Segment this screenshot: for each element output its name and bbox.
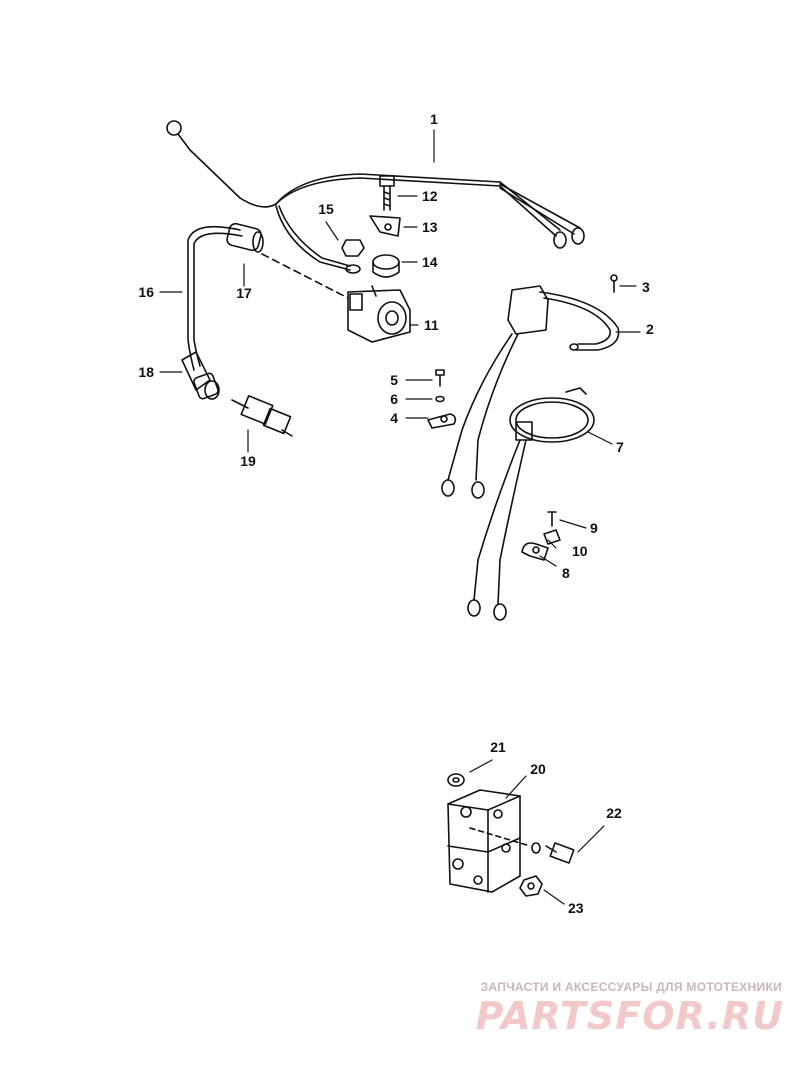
callout-17: 17 <box>236 285 252 301</box>
trigger-coil-part-7 <box>467 387 595 621</box>
callout-3: 3 <box>642 279 650 295</box>
callout-22: 22 <box>606 805 622 821</box>
callout-9: 9 <box>590 520 598 536</box>
callout-14: 14 <box>422 254 438 270</box>
clamp-part-4 <box>427 413 457 429</box>
washer-part-10 <box>543 529 561 545</box>
screw-part-5 <box>435 369 445 387</box>
terminal-part-13 <box>369 215 401 237</box>
callout-1: 1 <box>430 111 438 127</box>
callout-8: 8 <box>562 565 570 581</box>
callout-6: 6 <box>390 391 398 407</box>
screw-part-9 <box>547 511 557 527</box>
callout-15: 15 <box>318 201 334 217</box>
spark-plug-part-19 <box>231 395 293 437</box>
callout-10: 10 <box>572 543 588 559</box>
nut-part-23 <box>519 875 543 897</box>
screw-part-3 <box>610 274 618 293</box>
bolt-part-12 <box>379 175 395 211</box>
callout-23: 23 <box>568 900 584 916</box>
nut-part-15 <box>341 239 365 274</box>
callout-13: 13 <box>422 219 438 235</box>
clamp-part-8 <box>521 542 549 561</box>
callout-19: 19 <box>240 453 256 469</box>
assembly-dashed-line <box>261 253 349 299</box>
bolt-part-22 <box>531 842 575 864</box>
callout-21: 21 <box>490 739 506 755</box>
callout-11: 11 <box>424 317 439 333</box>
washer-part-6 <box>435 395 445 403</box>
stator-part-2 <box>441 285 620 499</box>
callout-2: 2 <box>646 321 654 337</box>
spacer-part-14 <box>372 254 400 278</box>
watermark-logo: PARTSFOR.RU <box>475 994 784 1038</box>
washer-part-21 <box>447 773 465 787</box>
leader-lines <box>159 129 641 905</box>
callout-5: 5 <box>390 372 398 388</box>
high-tension-lead-part-16 <box>187 222 264 371</box>
callout-labels: 1 2 3 4 5 6 7 8 9 10 11 12 13 14 15 16 1… <box>138 111 654 916</box>
wire-harness-part-1 <box>166 120 585 271</box>
spark-plug-boot-part-18 <box>181 351 220 400</box>
callout-4: 4 <box>390 410 398 426</box>
callout-16: 16 <box>138 284 154 300</box>
ignition-coil-part-11 <box>347 285 411 343</box>
callout-12: 12 <box>422 188 438 204</box>
switch-box-part-20 <box>447 789 531 893</box>
callout-18: 18 <box>138 364 154 380</box>
callout-7: 7 <box>616 439 624 455</box>
callout-20: 20 <box>530 761 546 777</box>
watermark-tagline: ЗАПЧАСТИ И АКСЕССУАРЫ ДЛЯ МОТОТЕХНИКИ <box>480 980 782 994</box>
